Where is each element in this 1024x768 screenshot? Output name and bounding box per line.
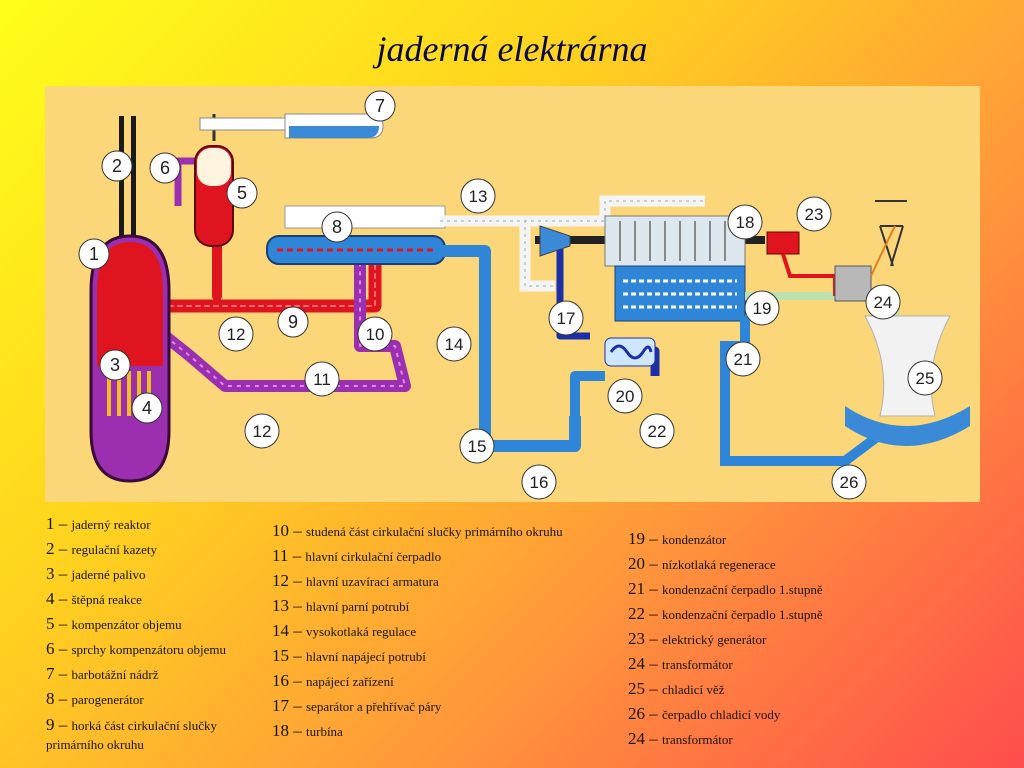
transformer [834,200,907,302]
svg-text:16: 16 [530,473,549,492]
legend-column-2: 10 – studená část cirkulační slučky prim… [272,519,612,744]
svg-text:17: 17 [557,309,576,328]
legend-item: 8 – parogenerátor [46,689,144,708]
legend-item: 24 – transformátor [628,654,733,673]
legend-column-3: 19 – kondenzátor 20 – nízkotlaká regener… [628,527,928,752]
svg-text:5: 5 [237,183,247,203]
svg-text:4: 4 [142,398,152,418]
callout-2: 2 [101,150,133,182]
legend-item: 9 – horká část cirkulační slučky primárn… [46,715,217,752]
callout-1: 1 [78,238,110,270]
legend-item: 16 – napájecí zařízení [272,671,394,690]
legend-item: 15 – hlavní napájecí potrubí [272,646,426,665]
legend-item: 7 – barbotážní nádrž [46,664,159,683]
callout-12b: 12 [244,413,280,449]
legend-item: 11 – hlavní cirkulační čerpadlo [272,546,442,565]
callout-7: 7 [364,90,396,122]
callout-3: 3 [99,349,131,381]
legend-item: 17 – separátor a přehřívač páry [272,696,442,715]
callout-11: 11 [304,361,340,397]
svg-text:10: 10 [366,325,385,344]
primary-hot-loop [153,241,382,313]
svg-text:23: 23 [805,205,824,224]
callout-19: 19 [744,290,780,326]
callout-12a: 12 [218,316,254,352]
svg-text:1: 1 [89,244,99,264]
steam-generator [266,205,446,265]
low-pressure-regeneration [604,337,656,367]
callout-23: 23 [796,196,832,232]
callout-18: 18 [727,204,763,240]
legend-item: 5 – kompenzátor objemu [46,614,182,633]
callout-5: 5 [226,177,258,209]
legend-item: 13 – hlavní parní potrubí [272,596,410,615]
legend-item: 10 – studená část cirkulační slučky prim… [272,521,563,540]
callout-6: 6 [149,152,181,184]
svg-text:22: 22 [648,422,667,441]
cooling-tower [845,315,970,446]
callout-15: 15 [459,428,495,464]
svg-text:18: 18 [736,213,755,232]
svg-text:24: 24 [874,293,893,312]
svg-text:11: 11 [313,370,331,389]
legend-item: 24 – transformátor [628,729,733,748]
legend-item: 14 – vysokotlaká regulace [272,621,417,640]
condenser [614,265,746,322]
svg-text:26: 26 [840,473,859,492]
callout-24: 24 [865,284,901,320]
legend-item: 12 – hlavní uzavírací armatura [272,571,439,590]
legend-item: 22 – kondenzační čerpadlo 1.stupně [628,604,823,623]
callout-26: 26 [831,464,867,500]
callout-9: 9 [277,306,309,338]
legend-item: 25 – chladicí věž [628,679,725,698]
legend-item: 3 – jaderné palivo [46,564,146,583]
legend-item: 2 – regulační kazety [46,539,158,558]
svg-text:12: 12 [227,325,246,344]
legend-item: 18 – turbína [272,721,343,740]
svg-text:12: 12 [253,422,272,441]
svg-text:20: 20 [616,387,635,406]
svg-text:25: 25 [916,369,935,388]
svg-text:15: 15 [468,437,487,456]
legend-column-1: 1 – jaderný reaktor 2 – regulační kazety… [46,512,256,754]
svg-text:2: 2 [112,156,122,176]
barbotage-tank [199,113,384,139]
svg-text:9: 9 [288,312,298,332]
svg-text:19: 19 [753,299,772,318]
electric-generator [766,231,837,296]
callout-16: 16 [521,464,557,500]
svg-text:8: 8 [332,217,342,237]
legend-item: 4 – štěpná reakce [46,589,142,608]
legend-item: 1 – jaderný reaktor [46,514,151,533]
svg-text:7: 7 [375,96,385,116]
diagram-svg: 1 2 3 4 5 6 7 8 9 10 11 12 12 13 14 15 1… [78,90,970,500]
callout-4: 4 [131,392,163,424]
legend-item: 20 – nízkotlaká regenerace [628,554,776,573]
legend-item: 19 – kondenzátor [628,529,727,548]
main-steam-line [440,195,705,292]
callout-14: 14 [436,326,472,362]
svg-text:21: 21 [734,350,753,369]
callout-20: 20 [607,378,643,414]
power-plant-diagram: 1 2 3 4 5 6 7 8 9 10 11 12 12 13 14 15 1… [45,86,980,502]
callout-8: 8 [321,211,353,243]
callout-13: 13 [460,178,496,214]
number-callouts: 1 2 3 4 5 6 7 8 9 10 11 12 12 13 14 15 1… [78,90,943,500]
callout-22: 22 [639,413,675,449]
legend-item: 26 – čerpadlo chladicí vody [628,704,781,723]
callout-10: 10 [357,316,393,352]
pressurizer [194,114,234,247]
svg-text:6: 6 [160,158,170,178]
svg-text:13: 13 [469,187,488,206]
svg-text:3: 3 [110,355,120,375]
legend-item: 6 – sprchy kompenzátoru objemu [46,639,227,658]
callout-21: 21 [725,341,761,377]
page-title: jaderná elektrárna [376,29,648,69]
svg-text:14: 14 [445,335,464,354]
legend-item: 23 – elektrický generátor [628,629,767,648]
callout-17: 17 [548,300,584,336]
callout-25: 25 [907,360,943,396]
legend-item: 21 – kondenzační čerpadlo 1.stupně [628,579,823,598]
